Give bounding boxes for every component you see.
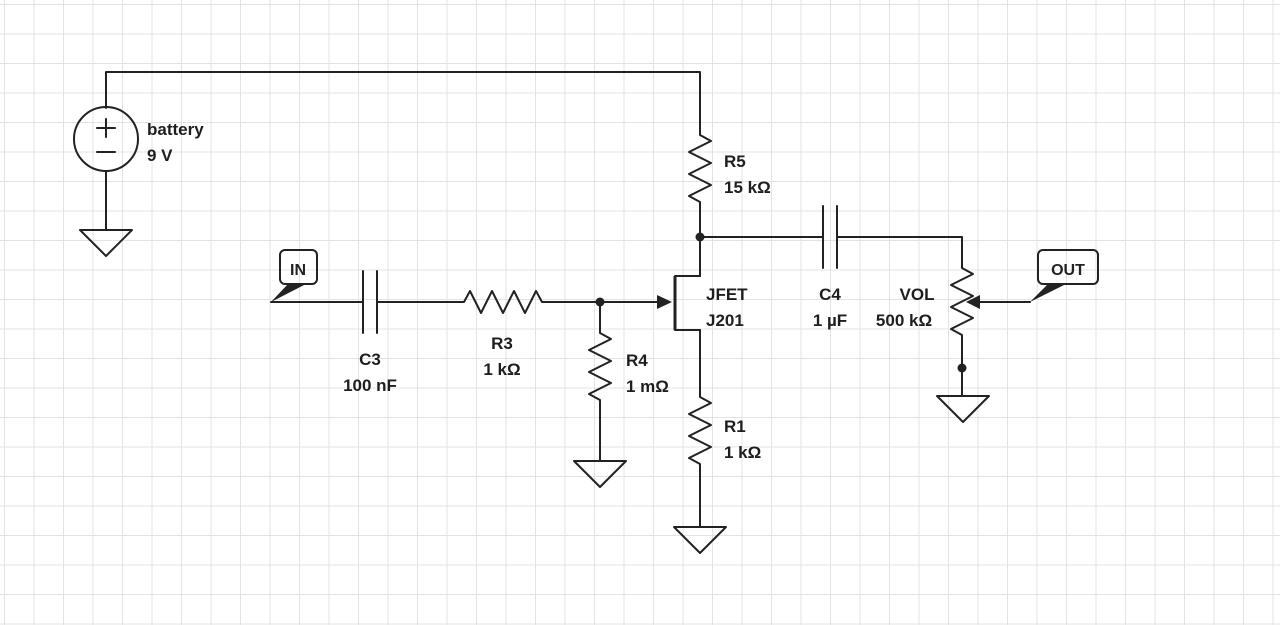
vol-name-label: VOL [900,285,935,304]
out-port [1030,249,1099,302]
c4-right-wire [836,236,963,263]
in-port-label: IN [290,262,306,279]
c3-capacitor [362,270,378,334]
battery-name-label: battery [147,120,204,139]
r1-value-label: 1 kΩ [724,443,761,462]
r5-resistor [688,125,712,238]
battery-value-label: 9 V [147,146,173,165]
gate-arrow [657,295,672,309]
r5-name-label: R5 [724,152,746,171]
c4-name-label: C4 [819,285,841,304]
out-port-label: OUT [1051,262,1085,279]
c3-name-label: C3 [359,350,381,369]
r4-resistor [588,301,612,462]
r3-name-label: R3 [491,334,513,353]
jfet-transistor [673,275,701,331]
r1-ground-symbol [673,526,727,554]
r4-name-label: R4 [626,351,648,370]
vol-value-label: 500 kΩ [876,311,932,330]
r3-value-label: 1 kΩ [483,360,520,379]
r3-resistor [376,290,601,314]
jfet-name-label: JFET [706,285,748,304]
in-port [271,249,318,302]
jfet-value-label: J201 [706,311,744,330]
battery-ground-symbol [79,229,133,257]
c4-value-label: 1 µF [813,311,847,330]
r5-value-label: 15 kΩ [724,178,771,197]
c3-value-label: 100 nF [343,376,397,395]
r1-name-label: R1 [724,417,746,436]
vol-ground-symbol [936,395,990,423]
vol-wiper-arrow [966,295,980,309]
r1-resistor [688,329,712,528]
c4-capacitor [822,205,838,269]
r4-value-label: 1 mΩ [626,377,669,396]
battery-symbol [73,106,139,172]
top-supply-wire [105,71,701,127]
vol-potentiometer [950,261,974,369]
r4-ground-symbol [573,460,627,488]
